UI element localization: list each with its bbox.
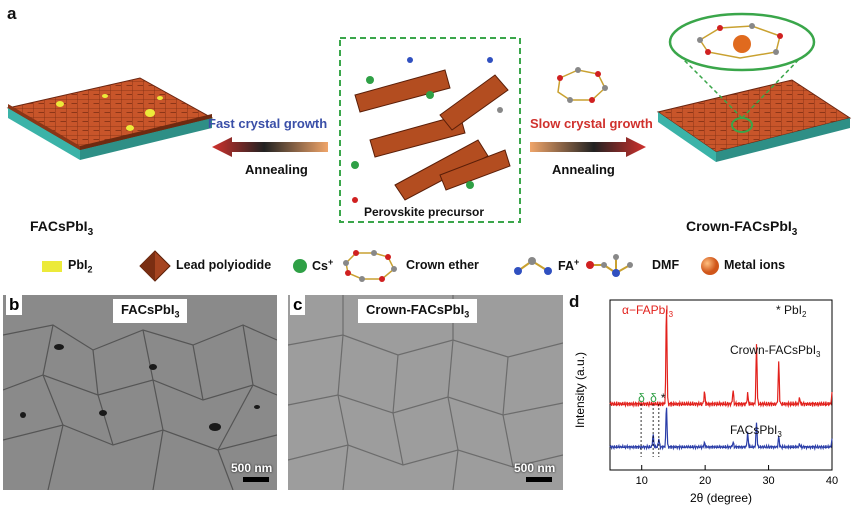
- sem-grains-c: [288, 295, 563, 490]
- xrd-series-label-facs: FACsPbI3: [730, 423, 782, 439]
- legend-metal: Metal ions: [724, 258, 786, 272]
- precursor-contents: [351, 57, 511, 203]
- left-arrow: [212, 137, 328, 157]
- sem-c-scalebar: [526, 477, 552, 482]
- right-arrow: [530, 137, 646, 157]
- sem-c-scale-text: 500 nm: [514, 461, 556, 475]
- xrd-xtick-label: 20: [699, 475, 711, 487]
- legend-pbi2: PbI2: [68, 258, 93, 275]
- right-arrow-bottom-label: Annealing: [552, 162, 615, 177]
- right-film-label: Crown-FACsPbI3: [686, 218, 798, 238]
- right-arrow-top-label: Slow crystal growth: [530, 116, 653, 131]
- sem-b-scalebar: [243, 477, 269, 482]
- xrd-plot-frame: [609, 299, 833, 471]
- schematic-a: [6, 12, 852, 223]
- xrd-pbi2-legend: * PbI2: [776, 303, 807, 319]
- xrd-xtick-label: 40: [826, 475, 838, 487]
- sem-grains-b: [3, 295, 277, 490]
- xrd-series-line: [609, 407, 833, 451]
- xrd-xtick-label: 10: [636, 475, 648, 487]
- fa-ion-icon: [514, 257, 552, 275]
- legend: PbI2 Lead polyiodide Cs+ Crown ether FA+…: [0, 246, 855, 286]
- crown-ether-icon: [343, 250, 397, 282]
- xrd-delta-label: δ: [638, 391, 645, 405]
- precursor-label: Perovskite precursor: [364, 205, 485, 219]
- crown-ether-small: [557, 67, 608, 103]
- precursor-box: [339, 37, 521, 223]
- sem-b-title: FACsPbI3: [113, 299, 188, 323]
- legend-crown: Crown ether: [406, 258, 479, 272]
- right-film: [656, 12, 852, 162]
- xrd-alpha-label: α−FAPbI3: [622, 303, 674, 319]
- sem-c-title: Crown-FACsPbI3: [358, 299, 478, 323]
- sem-image-c: Crown-FACsPbI3 500 nm: [288, 295, 563, 490]
- sem-image-b: FACsPbI3 500 nm: [3, 295, 277, 490]
- panel-label-a: a: [7, 4, 17, 23]
- legend-fa: FA+: [558, 257, 580, 274]
- left-film: [6, 77, 214, 160]
- xrd-xtick-label: 30: [762, 475, 774, 487]
- xrd-series-label-crown: Crown-FACsPbI3: [730, 343, 821, 359]
- cs-ion-icon: [293, 259, 307, 273]
- legend-cs: Cs+: [312, 257, 334, 274]
- dmf-icon: [586, 254, 633, 277]
- left-arrow-top-label: Fast crystal growth: [208, 116, 328, 131]
- metal-ion-icon: [701, 257, 719, 275]
- panel-label-b: b: [6, 295, 23, 315]
- xrd-star-label: *: [661, 391, 666, 405]
- legend-lead: Lead polyiodide: [176, 258, 272, 272]
- pbi2-swatch: [42, 261, 62, 272]
- xrd-series-line: [609, 309, 833, 409]
- xrd-ylabel: Intensity (a.u.): [573, 352, 587, 428]
- legend-dmf: DMF: [652, 258, 680, 272]
- left-film-label: FACsPbI3: [30, 218, 94, 238]
- xrd-delta-label: δ: [650, 391, 657, 405]
- xrd-xlabel: 2θ (degree): [690, 491, 752, 505]
- left-arrow-bottom-label: Annealing: [245, 162, 308, 177]
- panel-label-d: d: [569, 292, 580, 311]
- panel-label-c: c: [290, 295, 306, 315]
- sem-b-scale-text: 500 nm: [231, 461, 273, 475]
- lead-polyiodide-icon: [139, 250, 171, 282]
